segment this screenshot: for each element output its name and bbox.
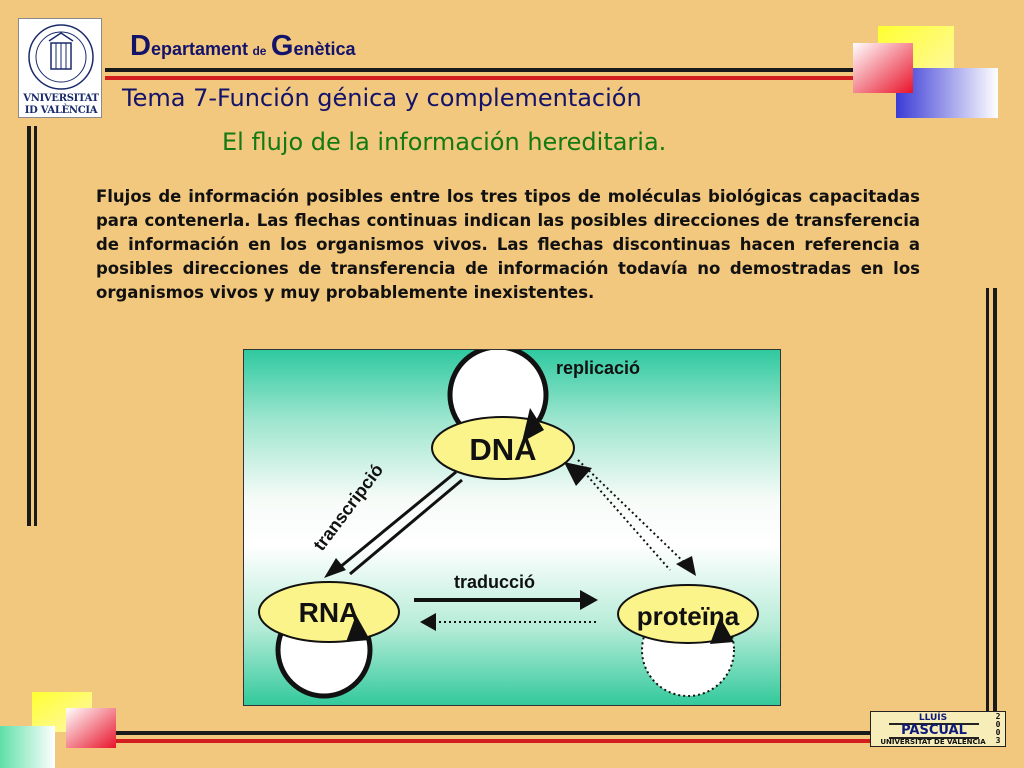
dna-reverse-arrowhead bbox=[564, 462, 592, 486]
protein-to-dna-dashed-2 bbox=[583, 471, 671, 571]
badge-first-name: LLUÍS bbox=[918, 713, 948, 723]
badge-university: UNIVERSITAT DE VALÈNCIA bbox=[880, 738, 986, 746]
flow-diagram-svg: DNA RNA proteïna replicació transcripció… bbox=[258, 350, 759, 699]
dna-loop-arrowhead bbox=[522, 408, 544, 442]
dept-word-de: de bbox=[252, 44, 267, 58]
transcription-arrowhead bbox=[324, 558, 346, 578]
rna-node bbox=[258, 581, 400, 643]
logo-line2: ID VALÈNCIA bbox=[24, 105, 98, 116]
dept-word-2: enètica bbox=[293, 39, 356, 59]
transcription-arrow-1 bbox=[333, 470, 457, 574]
protein-label: proteïna bbox=[637, 601, 740, 631]
university-seal-icon bbox=[28, 24, 94, 90]
page-subtitle: El flujo de la información hereditaria. bbox=[222, 128, 667, 156]
logo-line1: VNIVERSITAT bbox=[23, 93, 99, 104]
transcription-label: transcripció bbox=[309, 460, 387, 554]
page-title: Tema 7-Función génica y complementación bbox=[122, 84, 642, 112]
dna-label: DNA bbox=[469, 432, 536, 467]
protein-loop-arrowhead bbox=[710, 617, 734, 644]
protein-dashed-arrowhead bbox=[676, 556, 696, 576]
rna-label: RNA bbox=[299, 597, 360, 628]
replication-label: replicació bbox=[556, 358, 640, 378]
department-title: Departament de Genètica bbox=[130, 30, 356, 63]
rna-loop-arrowhead bbox=[346, 615, 370, 642]
deco-square-red-bottom bbox=[66, 708, 116, 748]
university-logo: VNIVERSITAT ID VALÈNCIA bbox=[18, 18, 102, 118]
translation-label: traducció bbox=[454, 572, 535, 592]
badge-last-name: PASCUAL bbox=[889, 723, 979, 739]
information-flow-diagram: DNA RNA proteïna replicació transcripció… bbox=[243, 349, 781, 706]
deco-square-red bbox=[853, 43, 913, 93]
translation-arrowhead bbox=[580, 590, 598, 610]
dept-initial-g: G bbox=[270, 30, 294, 62]
dept-initial-d: D bbox=[130, 30, 151, 62]
description-paragraph: Flujos de información posibles entre los… bbox=[96, 187, 920, 302]
transcription-arrow-2 bbox=[349, 478, 463, 576]
protein-to-dna-dashed-1 bbox=[577, 459, 691, 569]
translation-reverse-arrowhead bbox=[420, 613, 436, 631]
deco-square-green-bottom bbox=[0, 726, 55, 768]
dept-word-1: epartament bbox=[150, 39, 248, 59]
